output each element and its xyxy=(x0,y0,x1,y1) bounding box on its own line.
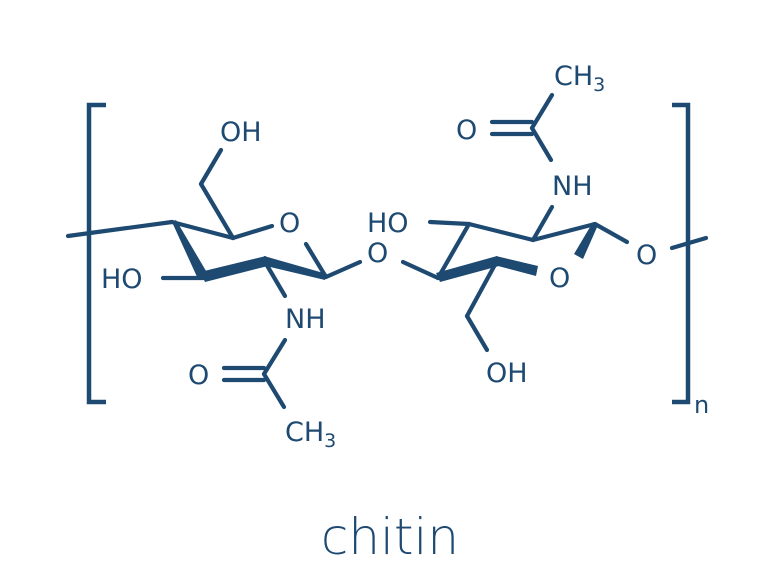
ring2 xyxy=(400,204,630,353)
left-bracket xyxy=(86,102,106,405)
ring2-acetyl-group xyxy=(489,92,555,163)
terminal-oxygen: O xyxy=(636,240,657,271)
ring2-methyl-label: CH3 xyxy=(554,61,605,96)
ring1-methyl-label: CH3 xyxy=(285,417,336,452)
ring1-amide-nh: NH xyxy=(285,304,326,335)
repeat-subscript-n: n xyxy=(694,391,709,419)
molecule-name: chitin xyxy=(321,508,459,566)
ring2-ring-oxygen: O xyxy=(549,263,570,294)
ring1-ch2oh-label: OH xyxy=(220,117,262,148)
glycosidic-oxygen: O xyxy=(367,238,388,269)
ring2-carbonyl-oxygen: O xyxy=(456,115,477,146)
ring2-ch2oh-label: OH xyxy=(486,358,528,389)
left-chain-bond xyxy=(65,219,175,239)
right-bracket xyxy=(672,102,691,405)
ring2-amide-nh: NH xyxy=(552,171,593,202)
ring2-c3-hydroxyl: HO xyxy=(367,208,409,239)
ring1-c3-hydroxyl: HO xyxy=(101,264,143,295)
ring1-ring-oxygen: O xyxy=(279,208,300,239)
ring1-carbonyl-oxygen: O xyxy=(188,360,209,391)
ring1-acetyl-group xyxy=(221,337,288,410)
ring1 xyxy=(160,147,363,299)
right-chain-bond xyxy=(669,235,709,251)
